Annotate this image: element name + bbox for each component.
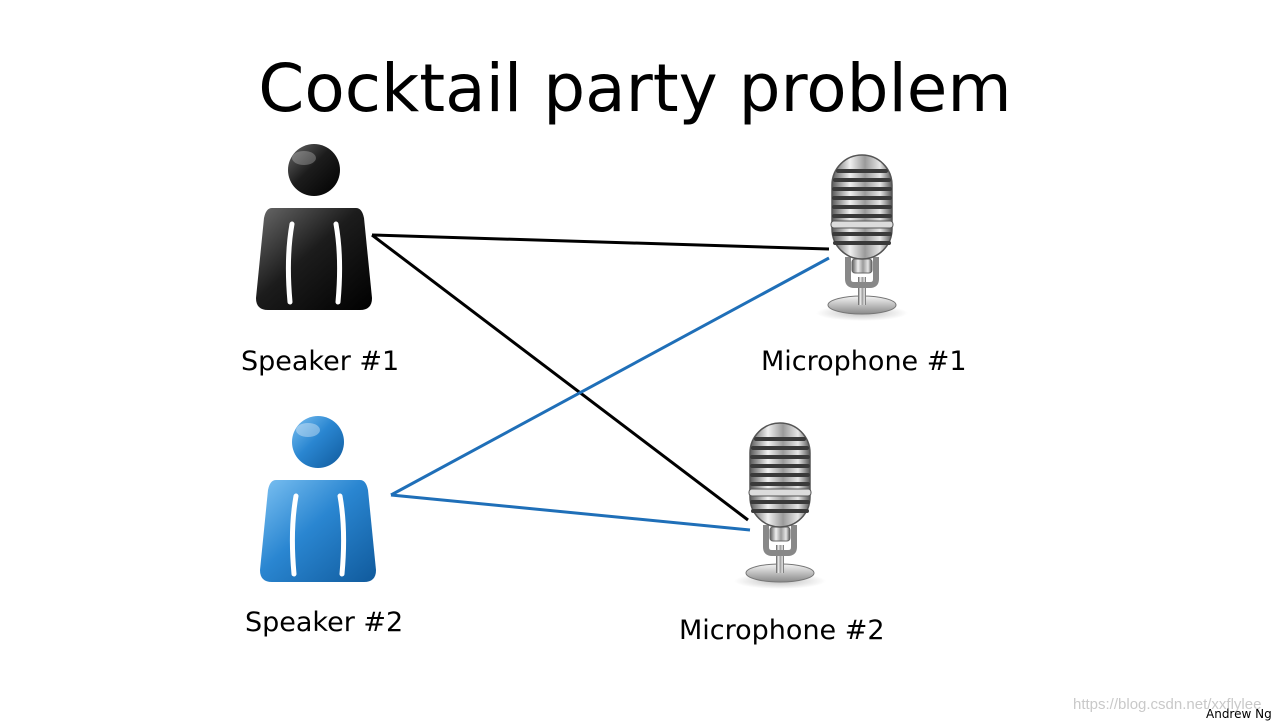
edge-speaker1-microphone1: [371, 233, 830, 251]
edge-speaker1-microphone2: [371, 233, 749, 522]
edge-speaker2-microphone2: [390, 493, 751, 532]
speaker-1-label: Speaker #1: [241, 346, 400, 377]
microphone-1-icon: [816, 155, 908, 321]
page-title: Cocktail party problem: [258, 50, 1012, 127]
microphone-1-label: Microphone #1: [761, 346, 967, 377]
speaker-1-person-icon: [256, 144, 372, 310]
edge-speaker2-microphone1: [390, 256, 830, 497]
microphone-2-label: Microphone #2: [679, 615, 885, 646]
watermark-url: https://blog.csdn.net/xxflylee: [1073, 696, 1262, 713]
author-credit: Andrew Ng: [1206, 707, 1272, 721]
speaker-2-label: Speaker #2: [245, 607, 404, 638]
speaker-2-person-icon: [260, 416, 376, 582]
microphone-2-icon: [734, 423, 826, 589]
